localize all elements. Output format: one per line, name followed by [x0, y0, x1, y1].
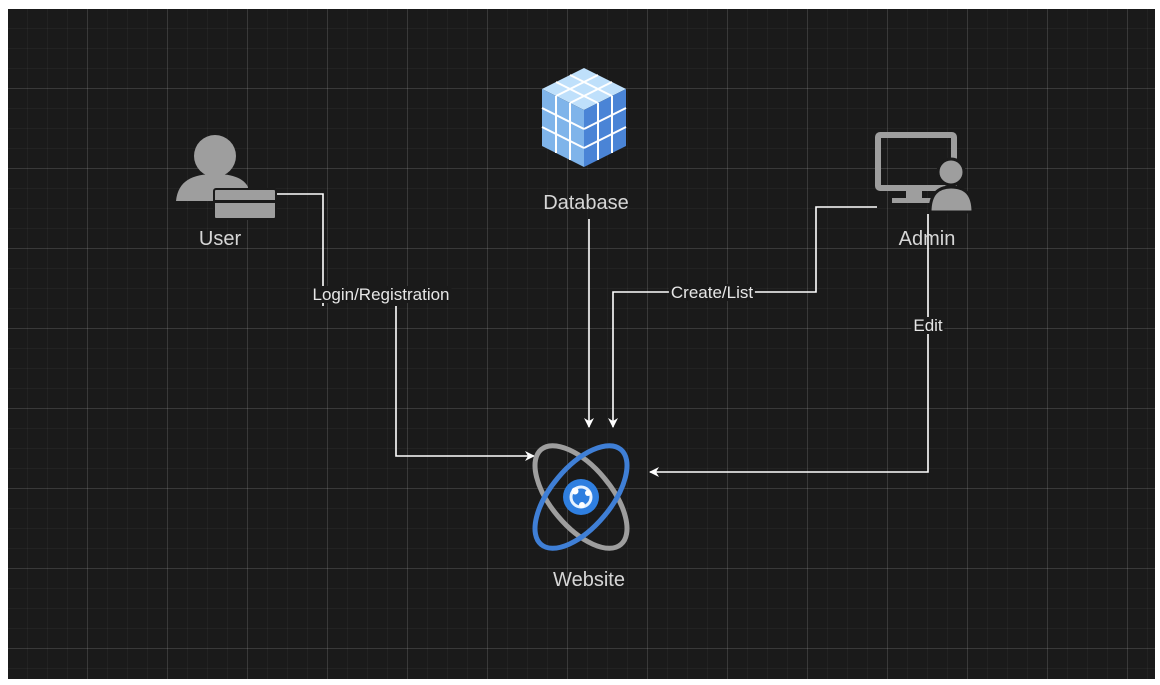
edge-label-login-registration: Login/Registration: [310, 285, 452, 304]
edge-label-edit: Edit: [911, 316, 945, 335]
atom-website-icon[interactable]: [518, 430, 644, 564]
edge-admin-website-edit: [649, 214, 929, 477]
node-label-user: User: [198, 228, 242, 250]
edge-admin-website-create-list: [608, 206, 877, 428]
user-briefcase-icon[interactable]: [176, 135, 277, 220]
database-cube-icon[interactable]: [541, 68, 627, 167]
diagram-canvas: User Database Admin Website Login/Regist…: [8, 9, 1155, 679]
node-label-website: Website: [553, 569, 625, 591]
edge-label-create-list: Create/List: [668, 283, 756, 302]
admin-monitor-icon[interactable]: [875, 132, 975, 214]
diagram-connectors: [176, 68, 975, 564]
node-label-admin: Admin: [898, 228, 956, 250]
edge-user-website: [276, 193, 534, 456]
node-label-database: Database: [543, 192, 629, 214]
